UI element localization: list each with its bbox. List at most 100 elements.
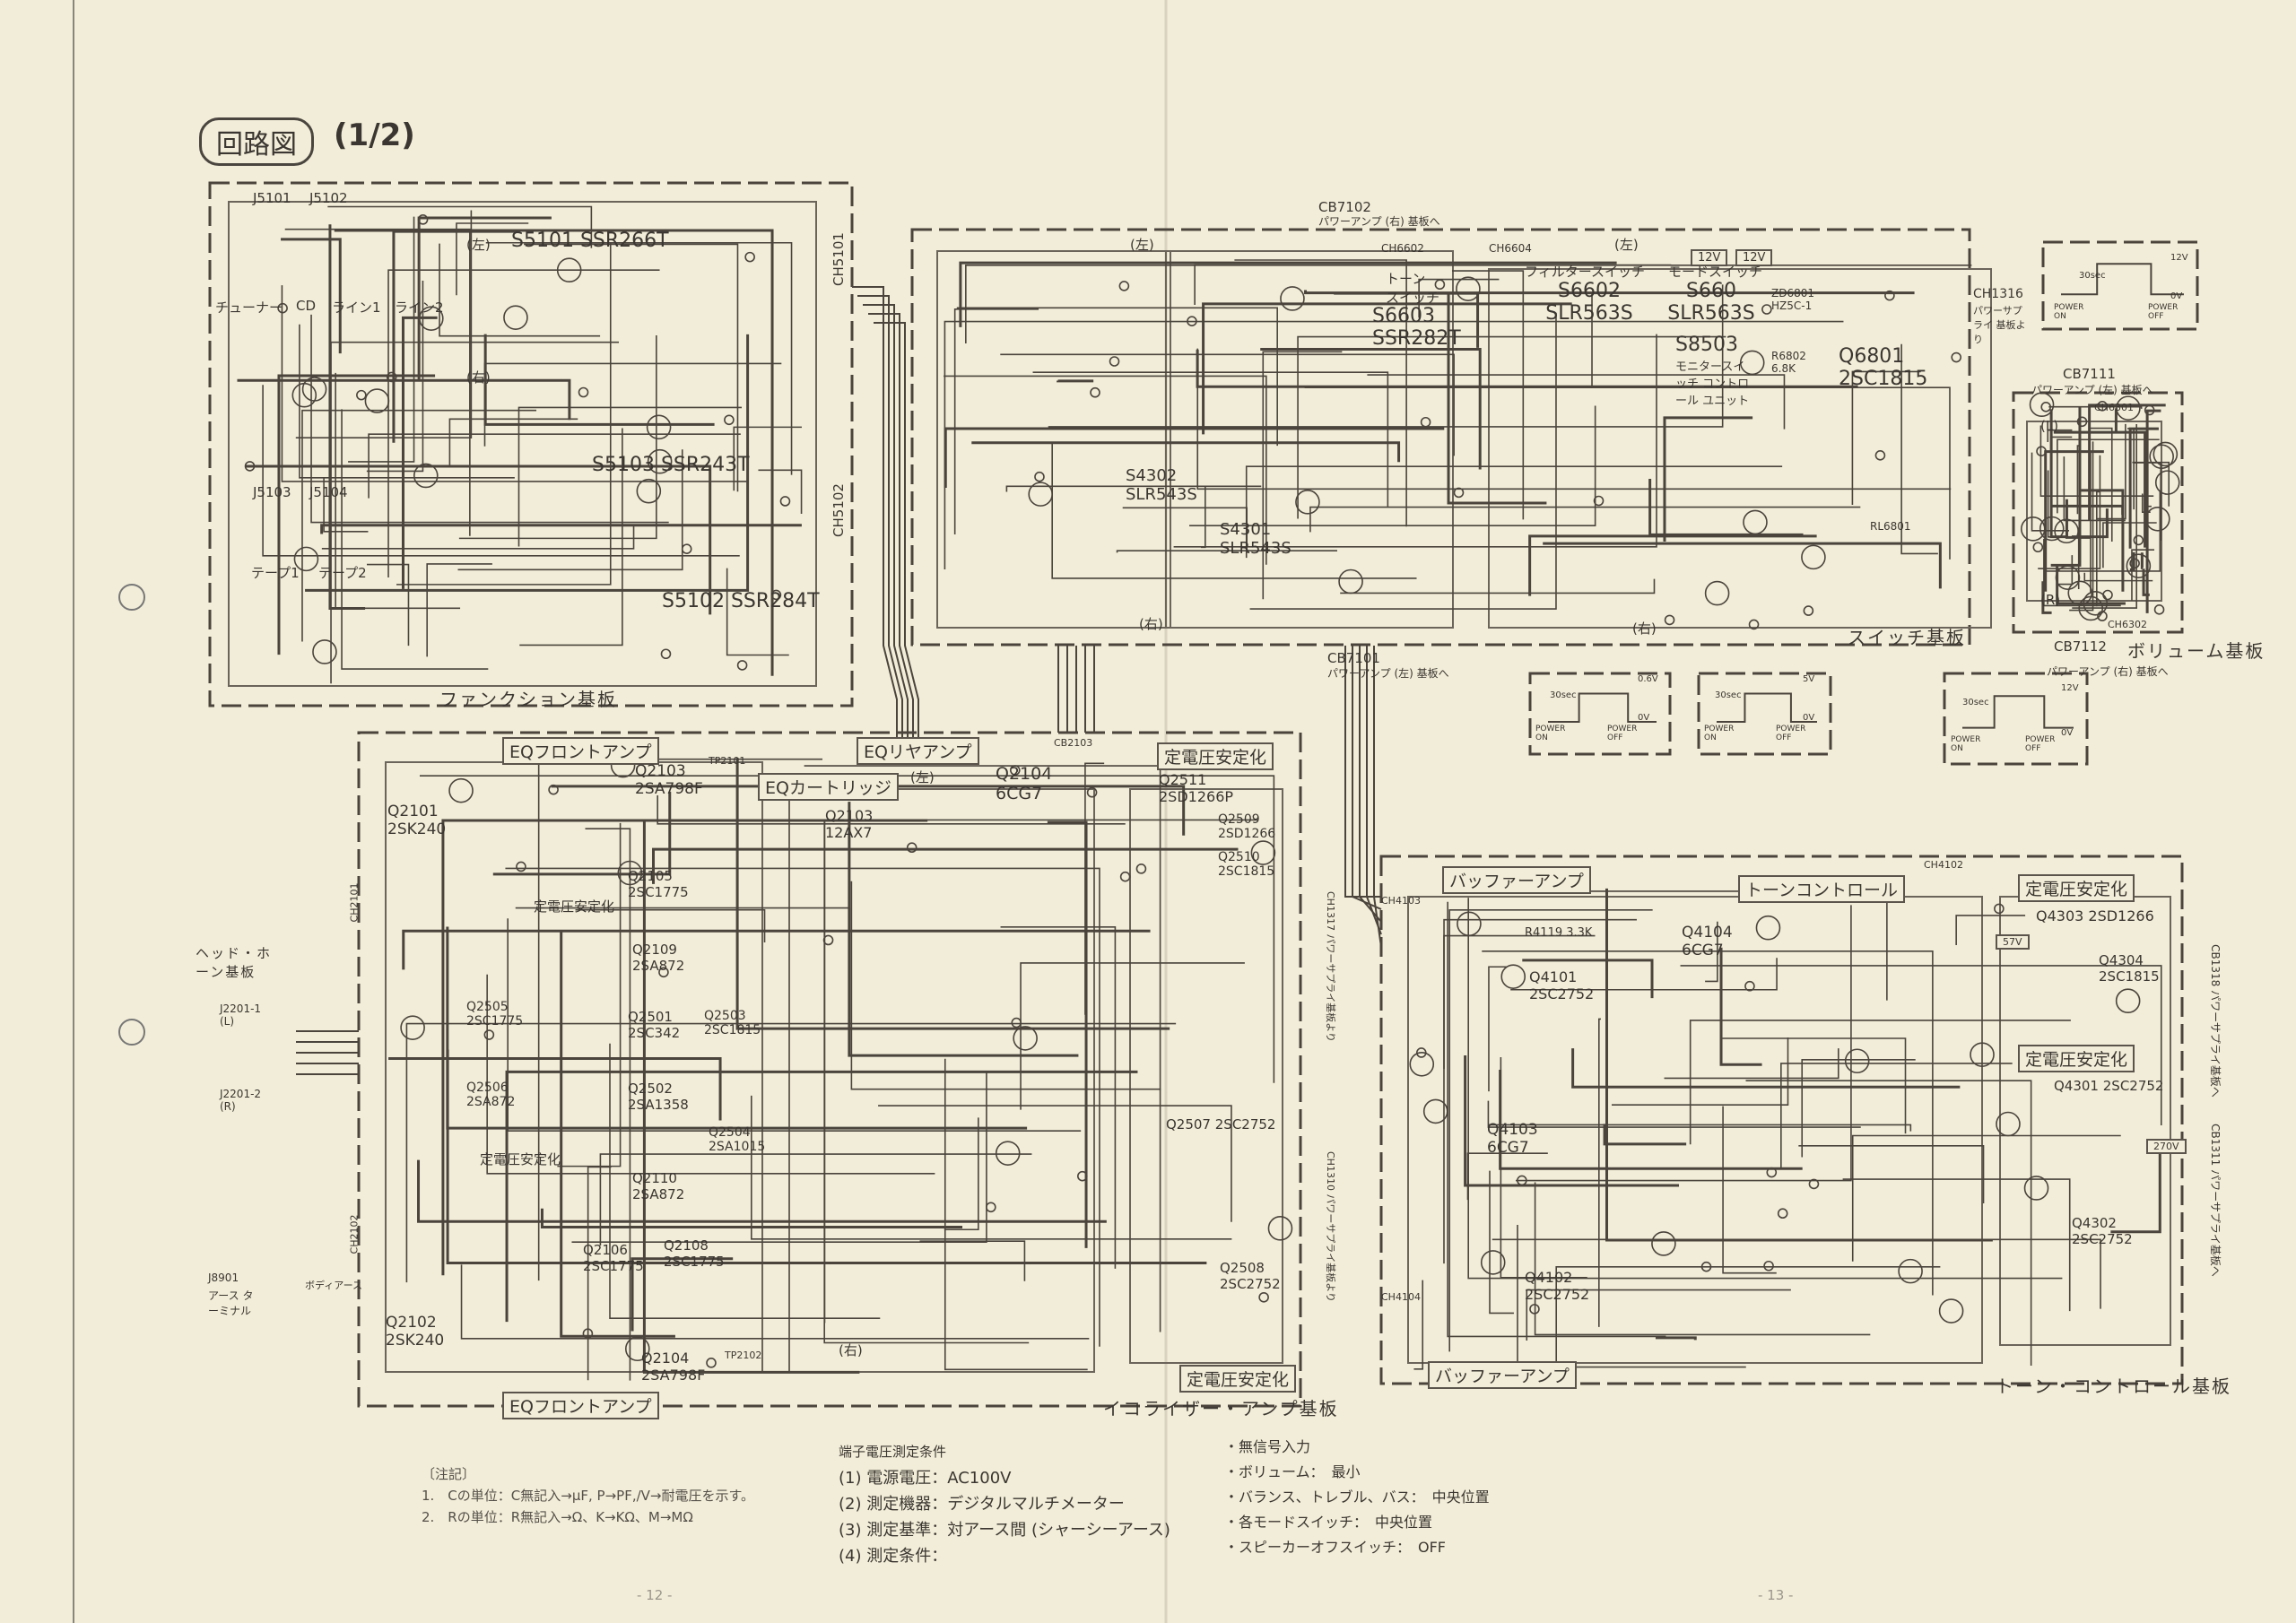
relay-label: RL6801 [1870,520,1911,533]
component-symbol [2126,553,2152,578]
component-symbol [779,496,791,507]
wire [310,314,669,524]
wire [2089,427,2113,542]
connector-destination: パワーサプライ 基板より [1973,305,2026,345]
graph-level: 5V [1803,674,1815,684]
wire [2048,405,2143,409]
wire [1598,1018,1601,1327]
transistor-label: Q2511 2SD1266P [1159,771,1234,805]
component-symbol [1295,490,1320,515]
wire [1196,349,1858,388]
block-regulator: 定電圧安定化 [534,898,615,915]
wire [1664,1048,1839,1080]
transistor-label: Q4101 2SC2752 [1529,968,1595,1002]
wire [642,821,860,1374]
test-point-label: TP2102 [725,1350,762,1361]
component-symbol [2102,589,2113,601]
jack-label: J2201-1 (L) [220,1002,262,1028]
wire [1297,335,1726,519]
interconnect-wire [857,295,903,744]
interconnect-wire [1344,646,1381,898]
graph-time: 30sec [2079,271,2106,281]
switch-label: S6602 SLR563S [1545,280,1633,325]
wire [2057,438,2160,514]
component-symbol [1422,1098,1448,1124]
wire [2041,581,2052,614]
block-regulator: 定電圧安定化 [2018,874,2135,902]
wire [823,819,1030,1344]
wire [2096,490,2100,607]
wire [1189,405,1596,527]
graph-level: 0.6V [1638,674,1658,684]
component-symbol [636,478,662,504]
component-symbol [356,389,367,401]
wire [540,1208,963,1228]
wire [483,334,715,426]
tube-label: Q4103 6CG7 [1487,1121,1538,1157]
block-tone-control: トーンコントロール [1738,875,1906,903]
component-symbol [1884,290,1895,301]
connector-label: CH6604 [1489,242,1532,255]
voltage-label: 57V [1996,934,2030,950]
wire [1510,958,1778,991]
transistor-label: Q2108 2SC1775 [664,1237,725,1270]
connector-label: CH4104 [1381,1291,1421,1303]
wire [1482,950,1934,1296]
wire [1489,1170,1514,1315]
component-symbol [1187,316,1197,326]
diagram-title: 回路図 [199,117,314,166]
wire [1196,348,1952,490]
component-symbol [1028,482,1054,507]
component-symbol [1651,1231,1676,1256]
component-symbol [1739,350,1765,376]
connector-destination: CH1310 パワーサプライ基板より [1325,1150,1337,1303]
component-symbol [1996,1111,2021,1137]
wire [2063,456,2126,522]
transistor-label: Q2501 2SC342 [628,1009,681,1041]
measurement-item: (1) 電源電圧：AC100V [839,1469,1012,1488]
wire [1466,1152,1548,1201]
wire [448,418,578,468]
transistor-label: Q2503 2SC1815 [704,1009,761,1037]
wire [959,261,1617,327]
component-symbol [2097,400,2108,412]
graph-power-on: POWER ON [1704,725,1735,742]
wire [1955,915,2026,946]
component-symbol [2029,392,2055,418]
page-number: - 12 - [637,1587,673,1603]
wire [335,372,461,610]
filter-switch-label: フィルタースイッチ [1525,264,1645,280]
component-symbol [2055,565,2081,590]
component-symbol [1763,1260,1774,1271]
connector-label: CB7112 [2054,638,2107,655]
connector-destination: パワーアンプ (左) 基板へ [2031,384,2153,396]
component-symbol [1938,1298,1964,1324]
component-symbol [1808,1178,1820,1190]
wire [441,819,928,1276]
board-outline [2041,240,2199,331]
condition-item: ・ボリューム： 最小 [1224,1463,1361,1480]
component-symbol [2133,534,2144,546]
component-symbol [646,414,672,440]
wire [726,568,789,656]
wire [457,449,683,571]
switch-label: S660 SLR563S [1667,280,1755,325]
wire [492,791,672,876]
wire [953,308,1039,535]
wire [1367,374,1786,430]
wire [396,243,612,586]
wire [1467,898,2063,1280]
wire [446,926,1028,1130]
wire [609,1043,881,1319]
component-symbol [2152,441,2179,467]
sub-block-outline [1165,250,1454,629]
wire [1798,1144,1985,1203]
voltage-label: 12V [1735,249,1773,266]
wire [1722,1037,1907,1134]
wire [848,802,1079,1057]
connector-label: CH1316 [1973,287,2023,301]
wire [1447,294,1547,505]
wire [2052,504,2125,516]
component-symbol [2054,518,2079,544]
wire [524,243,739,492]
